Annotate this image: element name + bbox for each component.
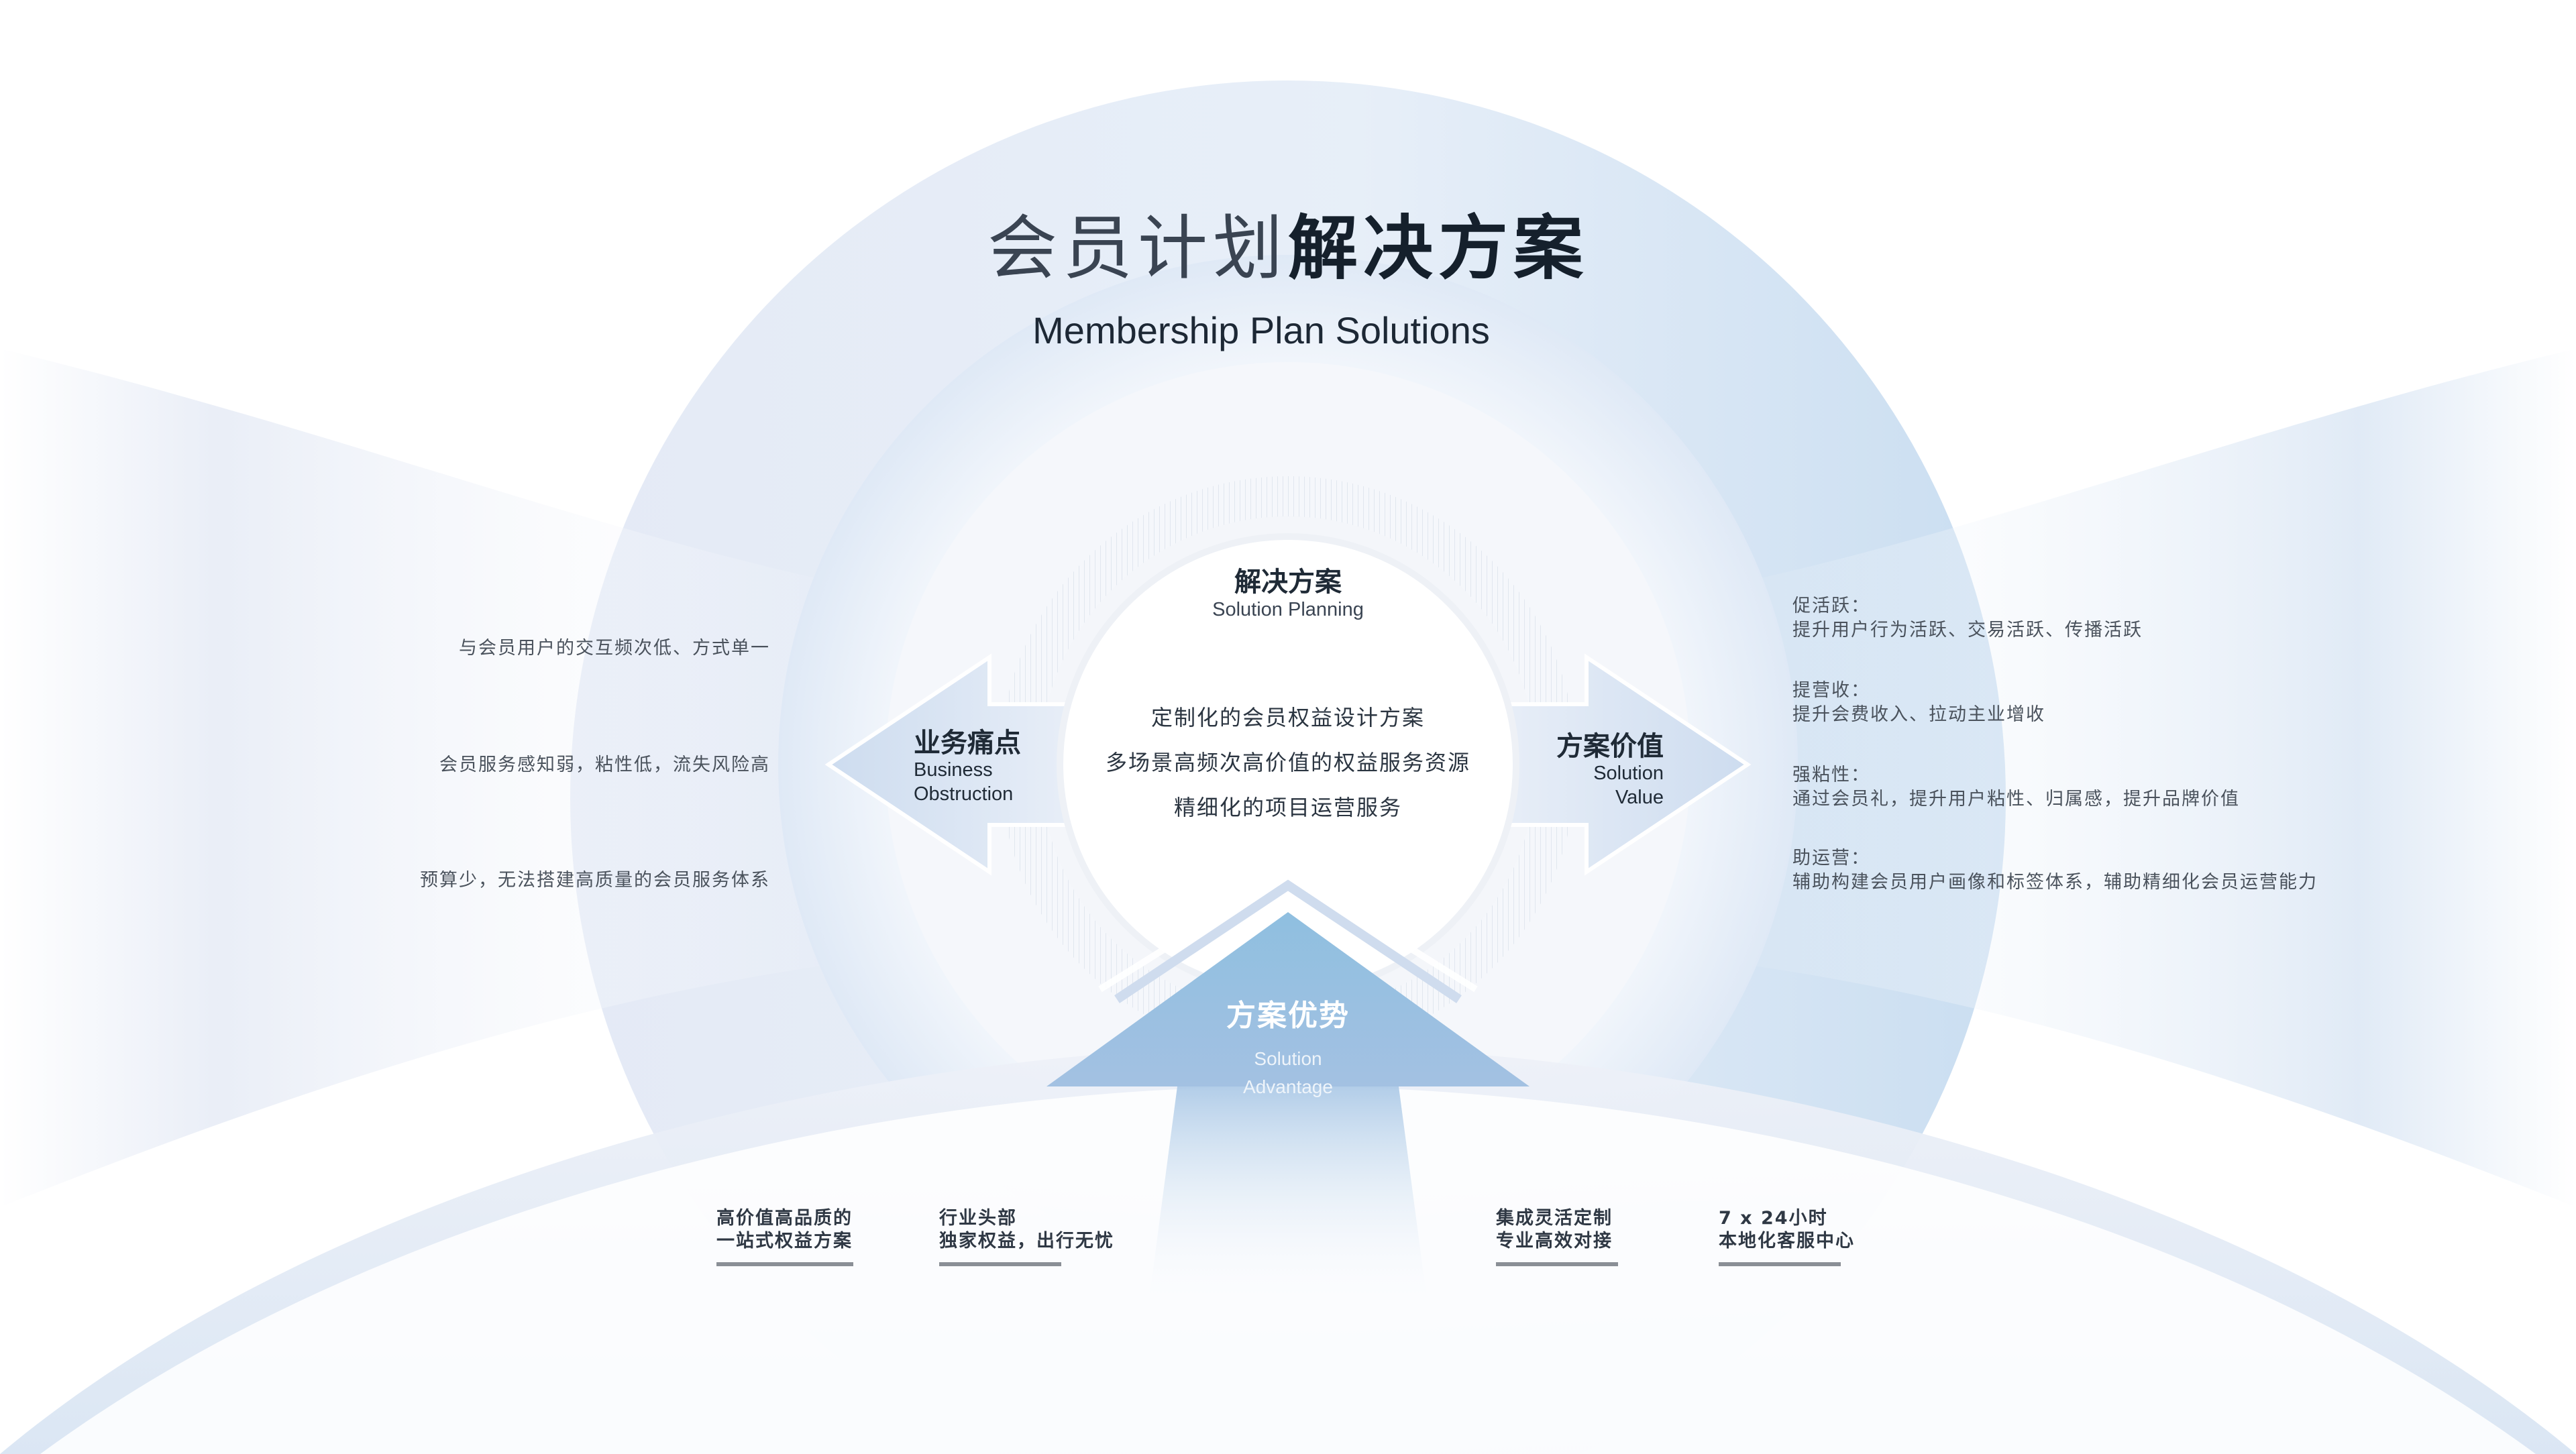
value-item-2: 提营收： 提升会费收入、拉动主业增收 [1792,679,2045,727]
value-heading: 提营收： [1792,680,1870,701]
value-heading: 促活跃： [1792,596,1870,616]
left-arrow-title: 业务痛点 [914,728,1021,759]
right-arrow-subtitle: Solution Value [1476,761,1664,809]
right-arrow-subtitle-line1: Solution [1593,763,1664,784]
value-heading: 强粘性： [1792,765,1870,785]
right-arrow-title: 方案价值 [1556,731,1664,762]
value-text: 通过会员礼，提升用户粘性、归属感，提升品牌价值 [1792,789,2240,809]
advantage-line2: 本地化客服中心 [1719,1231,1855,1251]
advantage-item-2: 行业头部 独家权益，出行无忧 [939,1207,1114,1266]
left-arrow-subtitle-line1: Business [914,759,993,781]
value-text: 辅助构建会员用户画像和标签体系，辅助精细化会员运营能力 [1792,872,2318,893]
page-subtitle: Membership Plan Solutions [1032,309,1490,351]
advantage-item-3: 集成灵活定制 专业高效对接 [1496,1207,1618,1266]
title-bold: 解决方案 [1288,207,1589,289]
value-text: 提升会费收入、拉动主业增收 [1792,704,2045,725]
center-line-1: 定制化的会员权益设计方案 [1150,705,1425,730]
bottom-arrow-title: 方案优势 [1226,999,1350,1033]
advantage-line1: 高价值高品质的 [716,1208,853,1229]
value-item-1: 促活跃： 提升用户行为活跃、交易活跃、传播活跃 [1792,594,2143,642]
bottom-arrow-subtitle: Solution Advantage [1087,1045,1489,1101]
advantage-underline [1496,1262,1618,1266]
advantage-line1: 集成灵活定制 [1496,1208,1613,1229]
advantage-underline [716,1262,853,1266]
advantage-line2: 独家权益，出行无忧 [939,1231,1114,1251]
advantage-item-4: 7 x 24小时 本地化客服中心 [1719,1207,1855,1266]
title-light: 会员计划 [987,207,1288,289]
advantage-item-1: 高价值高品质的 一站式权益方案 [716,1207,853,1266]
bottom-arrow-subtitle-line1: Solution [1254,1048,1322,1069]
center-line-3: 精细化的项目运营服务 [1173,795,1402,820]
advantage-line2: 一站式权益方案 [716,1231,853,1251]
right-arrow-subtitle-line2: Value [1615,787,1664,808]
page-title: 会员计划解决方案 [0,201,2576,295]
pain-point-3: 预算少，无法搭建高质量的会员服务体系 [420,870,770,891]
advantage-line2: 专业高效对接 [1496,1231,1613,1251]
center-subtitle: Solution Planning [1212,599,1364,620]
value-heading: 助运营： [1792,848,1870,869]
value-text: 提升用户行为活跃、交易活跃、传播活跃 [1792,620,2143,640]
advantage-underline [1719,1262,1841,1266]
left-arrow-subtitle: Business Obstruction [914,758,1088,806]
left-arrow-subtitle-line2: Obstruction [914,783,1014,805]
value-item-4: 助运营： 辅助构建会员用户画像和标签体系，辅助精细化会员运营能力 [1792,846,2318,895]
pain-point-2: 会员服务感知弱，粘性低，流失风险高 [439,754,770,775]
pain-point-1: 与会员用户的交互频次低、方式单一 [459,638,770,659]
advantage-line1: 行业头部 [939,1208,1017,1229]
value-item-3: 强粘性： 通过会员礼，提升用户粘性、归属感，提升品牌价值 [1792,763,2240,812]
advantage-line1: 7 x 24小时 [1719,1208,1828,1229]
bottom-arrow-subtitle-line2: Advantage [1243,1076,1333,1097]
center-title: 解决方案 [1234,567,1342,598]
center-line-2: 多场景高频次高价值的权益服务资源 [1105,750,1470,775]
advantage-underline [939,1262,1061,1266]
